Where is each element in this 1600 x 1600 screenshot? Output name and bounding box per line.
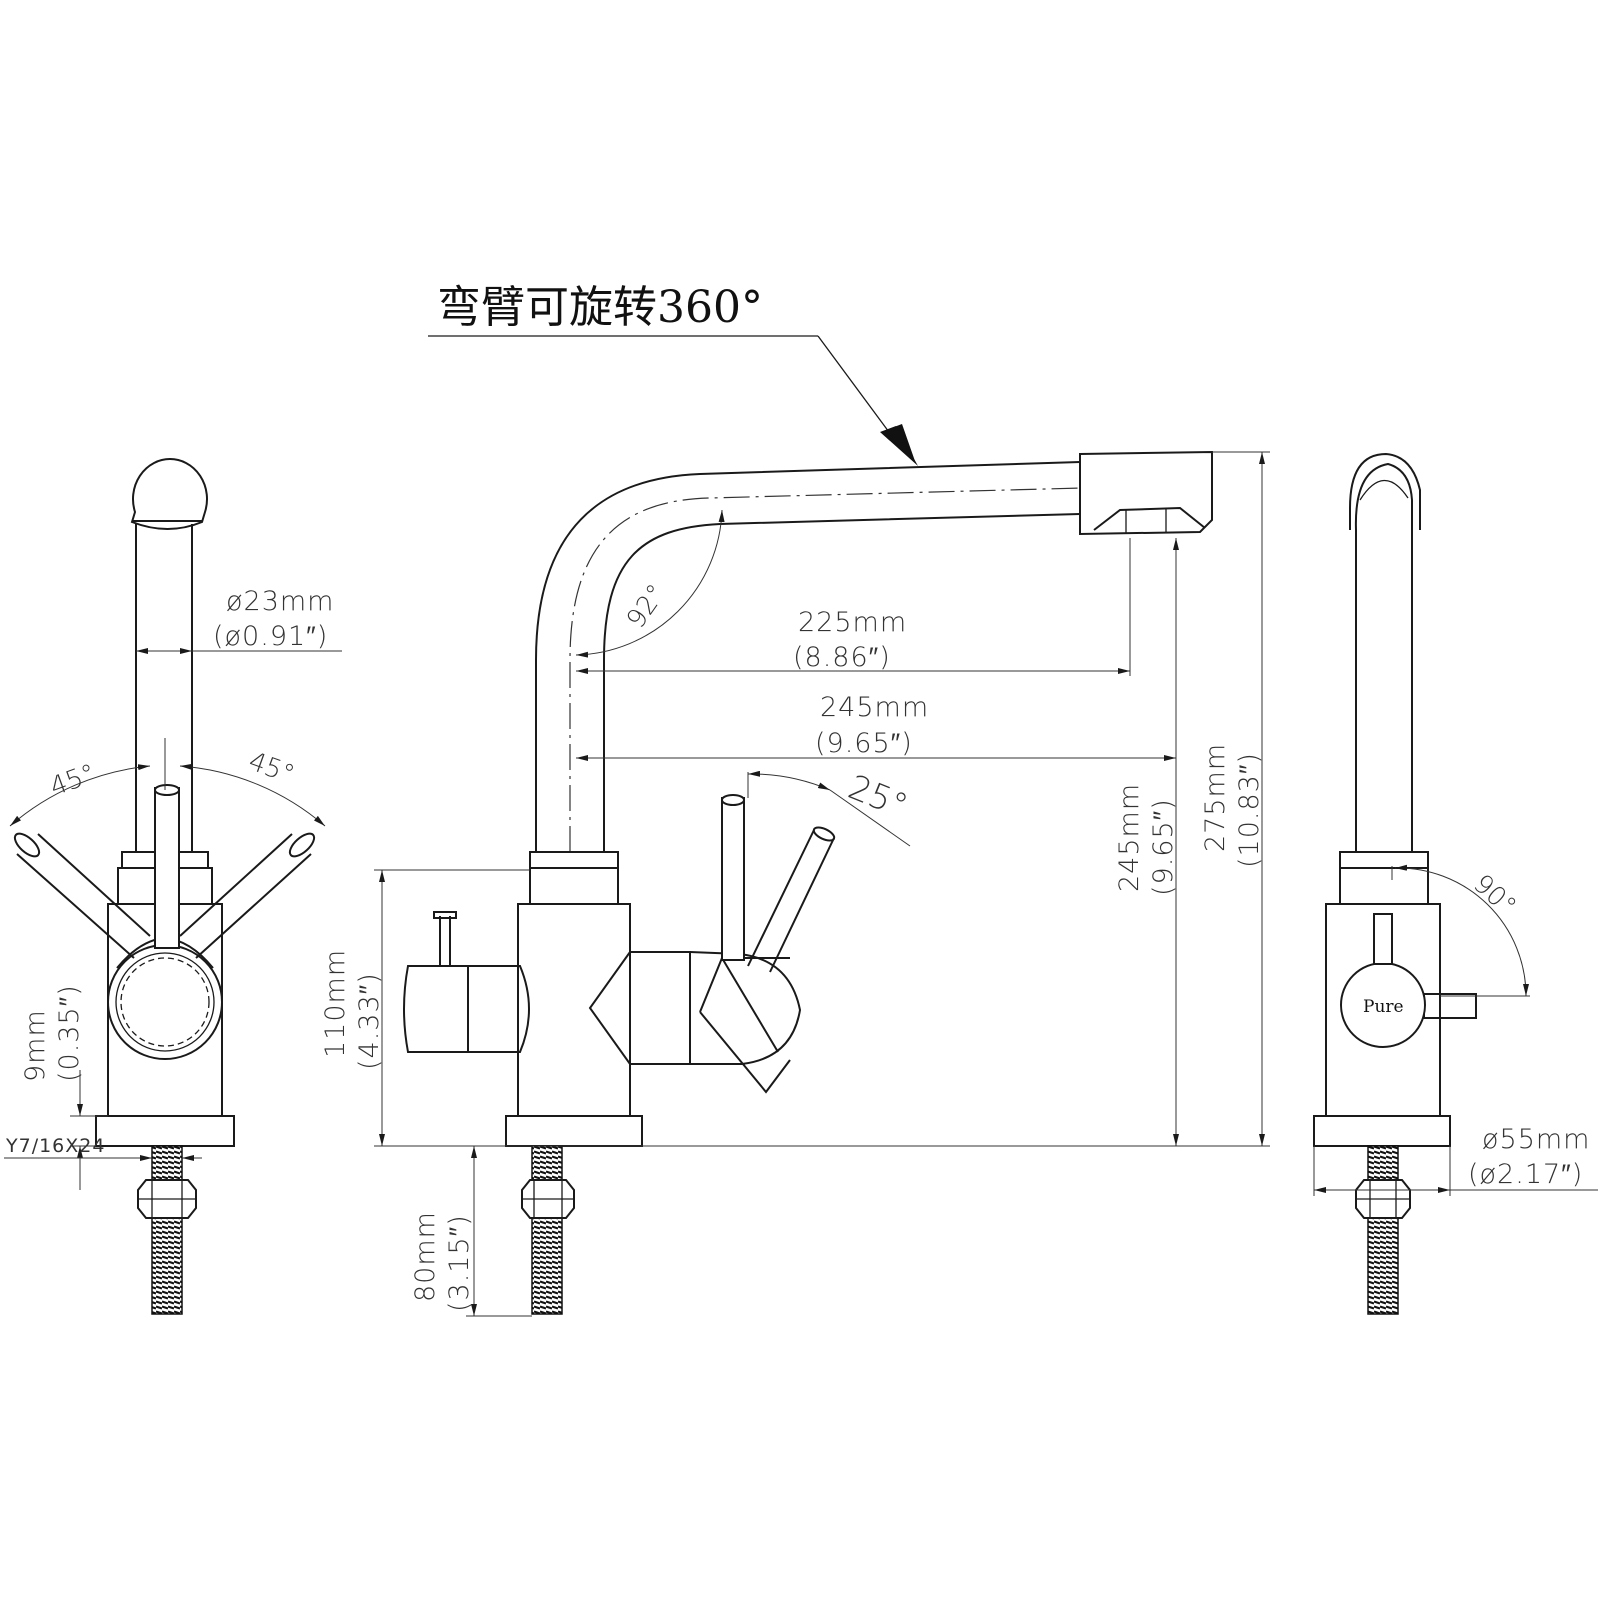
angle-spout-92: 92° bbox=[621, 579, 672, 634]
dimension-diameter-23: ø23mm (ø0.91″) bbox=[136, 586, 342, 654]
dim-225-in: (8.86″) bbox=[793, 642, 891, 673]
dim-275-in: (10.83″) bbox=[1234, 752, 1265, 868]
dim-55-mm: ø55mm bbox=[1482, 1124, 1590, 1155]
dim-9-mm: 9mm bbox=[20, 1009, 51, 1082]
dim-23-mm: ø23mm bbox=[226, 586, 334, 617]
dim-55-in: (ø2.17″) bbox=[1468, 1159, 1583, 1190]
dimension-spout-angle-92: 92° bbox=[575, 509, 725, 658]
dimension-reach-245: 245mm (9.65″) bbox=[576, 692, 1176, 761]
dimension-plate-9: 9mm (0.35″) bbox=[20, 984, 108, 1190]
dimension-stud-80: 80mm (3.15″) bbox=[410, 1146, 532, 1317]
dimension-handle-angle-25: 25° bbox=[747, 767, 913, 847]
angle-right-45: 45° bbox=[245, 746, 299, 790]
angle-lever-90: 90° bbox=[1467, 869, 1521, 922]
dim-v245-in: (9.65″) bbox=[1148, 798, 1179, 896]
pure-label: Pure bbox=[1363, 997, 1404, 1017]
dimension-diameter-55: ø55mm (ø2.17″) bbox=[1313, 1124, 1598, 1196]
dim-245-mm: 245mm bbox=[820, 692, 929, 723]
dim-110-mm: 110mm bbox=[320, 949, 351, 1058]
dimension-height-245: 245mm (9.65″) bbox=[1114, 538, 1179, 1146]
dimension-reach-225: 225mm (8.86″) bbox=[576, 538, 1131, 676]
handle-tilted-left bbox=[13, 832, 151, 959]
dim-80-mm: 80mm bbox=[410, 1211, 441, 1302]
dim-9-in: (0.35″) bbox=[54, 984, 85, 1082]
dim-275-mm: 275mm bbox=[1200, 743, 1231, 852]
angle-handle-25: 25° bbox=[843, 767, 913, 826]
thread-spec: Y7/16X24 bbox=[5, 1135, 105, 1157]
thread-callout: Y7/16X24 bbox=[4, 1135, 202, 1161]
dimension-height-275: 275mm (10.83″) bbox=[1200, 451, 1270, 1146]
dim-110-in: (4.33″) bbox=[354, 972, 385, 1070]
dim-23-in: (ø0.91″) bbox=[213, 621, 328, 652]
drawing-title: 弯臂可旋转360° bbox=[437, 282, 763, 333]
dim-80-in: (3.15″) bbox=[444, 1214, 475, 1312]
right-side-view: Pure bbox=[1313, 452, 1477, 1315]
left-side-view bbox=[13, 458, 316, 1315]
front-view bbox=[403, 450, 1213, 1315]
dim-v245-mm: 245mm bbox=[1114, 783, 1145, 892]
angle-left-45: 45° bbox=[46, 759, 100, 803]
handle-tilted-right bbox=[179, 832, 316, 959]
dimension-body-110: 110mm (4.33″) bbox=[320, 869, 1270, 1147]
dim-245-in: (9.65″) bbox=[815, 728, 913, 759]
dim-225-mm: 225mm bbox=[798, 607, 907, 638]
swivel-callout: 弯臂可旋转360° bbox=[428, 282, 918, 466]
